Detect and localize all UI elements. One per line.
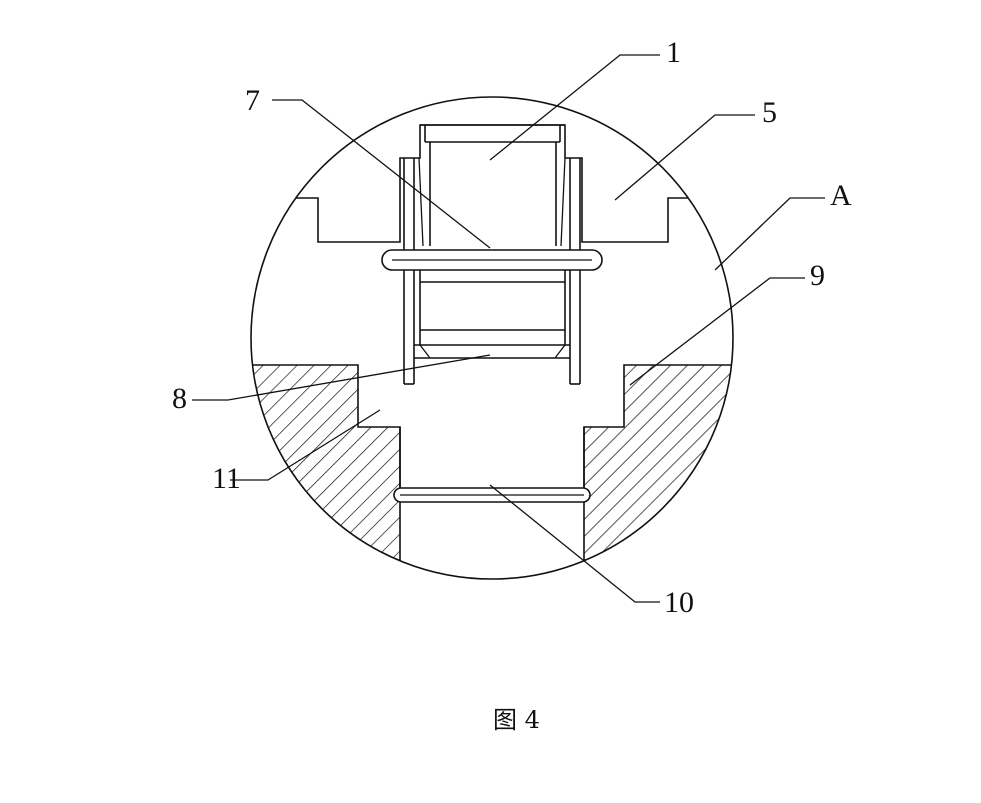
- cap-part-1: [420, 124, 565, 246]
- right-hatched-wall: [583, 364, 733, 561]
- label-A: A: [830, 179, 852, 212]
- label-10: 10: [664, 586, 694, 619]
- label-5: 5: [762, 96, 777, 129]
- label-8: 8: [172, 382, 187, 415]
- inner-plug: [414, 270, 570, 359]
- label-7: 7: [245, 84, 260, 117]
- label-1: 1: [666, 36, 681, 69]
- leader-lines: [192, 54, 825, 603]
- bore-part-10: [393, 427, 591, 503]
- label-9: 9: [810, 259, 825, 292]
- o-ring-part-7: [381, 249, 603, 271]
- label-11: 11: [212, 462, 241, 495]
- sleeve-walls: [403, 157, 581, 385]
- base-section: [251, 364, 733, 561]
- detail-circle-outline: [250, 96, 734, 580]
- figure-caption: 图 4: [493, 706, 540, 734]
